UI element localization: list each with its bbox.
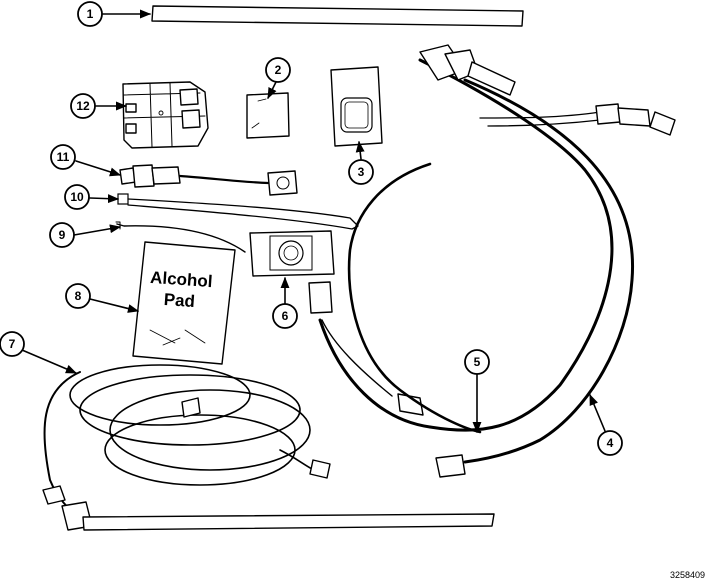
callout-11: 11 [50,144,76,170]
part-12-connector [122,81,209,149]
alcohol-pad-line1: Alcohol [150,268,214,291]
part-10-cable-tie [117,193,359,230]
callout-11-number: 11 [57,150,70,164]
callout-5: 5 [464,349,490,375]
part-11-sensor-lead [119,164,298,196]
part-8-alcohol-pad: Alcohol Pad [132,241,236,365]
callout-10-number: 10 [70,190,84,204]
callouts: 1 2 3 4 5 6 7 8 [0,1,623,456]
part-2-square-pad [246,92,290,139]
part-6-sensor-module [249,230,335,277]
callout-3-number: 3 [358,165,365,179]
callout-5-number: 5 [474,355,481,369]
callout-10: 10 [64,184,90,210]
callout-1-number: 1 [87,7,94,21]
callout-7: 7 [0,331,25,357]
callout-4: 4 [597,430,623,456]
callout-2: 2 [265,57,291,83]
part-5-loop-harness [308,58,676,432]
callout-12: 12 [70,93,96,119]
callout-2-number: 2 [275,63,282,77]
callout-3: 3 [348,159,374,185]
callout-8-number: 8 [75,289,82,303]
callout-6: 6 [272,303,298,329]
callout-6-number: 6 [282,309,289,323]
callout-12-number: 12 [76,99,90,113]
part-3-foam-pad [330,66,383,147]
callout-7-number: 7 [9,337,16,351]
callout-1: 1 [77,1,103,27]
callout-leaders [21,9,606,434]
part-4-outer-harness [347,44,635,478]
part-1-strip [151,5,524,27]
callout-4-number: 4 [607,436,614,450]
figure-id-label: 3258409 [670,570,705,580]
callout-9: 9 [49,222,75,248]
alcohol-pad-line2: Pad [163,290,195,311]
part-7-coiled-wire [42,364,495,531]
callout-9-number: 9 [59,228,66,242]
callout-8: 8 [65,283,91,309]
